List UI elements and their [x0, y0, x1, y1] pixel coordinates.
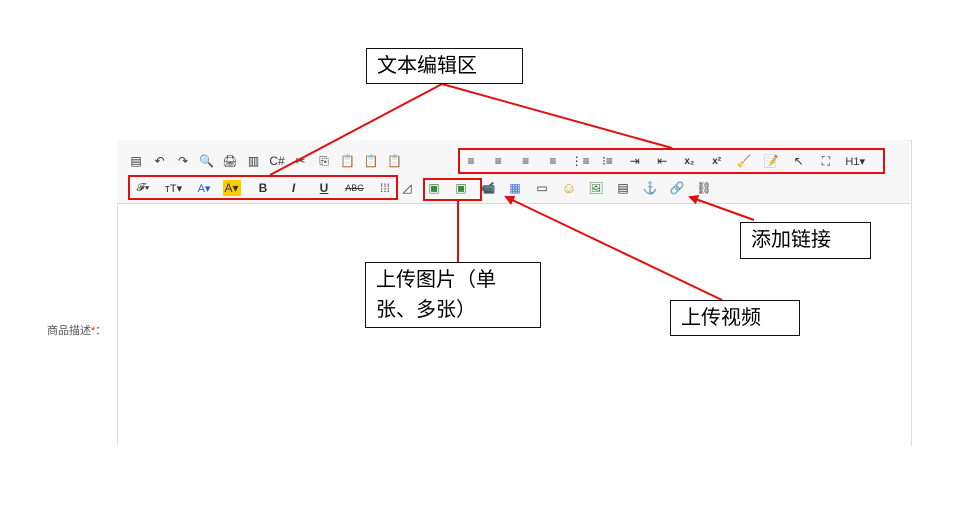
outdent-icon[interactable]: ⇤	[657, 154, 668, 168]
copy-icon[interactable]: ⎘	[319, 153, 329, 168]
callout-text-edit: 文本编辑区	[366, 48, 523, 84]
indent-icon[interactable]: ⇥	[629, 154, 640, 168]
callout-add-link: 添加链接	[740, 222, 871, 259]
field-label-colon: ：	[95, 325, 107, 337]
callout-upload-image-line1: 上传图片（单	[376, 269, 496, 291]
cursor-icon[interactable]: ↖	[793, 154, 804, 168]
font-color-icon[interactable]: A▾	[197, 182, 211, 195]
callout-upload-image: 上传图片（单 张、多张）	[365, 262, 541, 328]
code-icon[interactable]: C#	[269, 154, 285, 168]
callout-add-link-label: 添加链接	[751, 229, 831, 251]
redo-icon[interactable]: ↷	[177, 154, 189, 168]
align-right-icon[interactable]: ≡	[522, 154, 530, 168]
font-size-icon[interactable]: ᴛT▾	[164, 182, 183, 195]
template-icon[interactable]: ▥	[247, 154, 260, 168]
text-edit-line-right	[441, 83, 673, 149]
pagebreak-icon[interactable]: ▤	[617, 181, 629, 195]
editor-toolbar: ▤ ↶ ↷ 🔍 🖨 ▥ C# ✂ ⎘ 📋 📋 📋 ≡ ≡ ≡ ≡ ⋮≡ ⁝≡ ⇥ ⇤ x₂ x² 🧹 📝 ↖ ⛶ H1▾ 𝓕▾ ᴛT▾…	[117, 140, 910, 204]
print-icon[interactable]: 🖨	[222, 154, 238, 168]
video-icon[interactable]: 📹	[480, 181, 496, 195]
field-label: 商品描述*：	[47, 322, 106, 338]
align-justify-icon[interactable]: ≡	[549, 154, 557, 168]
table-icon[interactable]: ▦	[509, 181, 521, 195]
cut-icon[interactable]: ✂	[295, 154, 306, 168]
ordered-list-icon[interactable]: ⋮≡	[570, 154, 590, 168]
unlink-icon[interactable]: ⛓	[696, 181, 712, 195]
field-label-text: 商品描述	[47, 325, 91, 337]
select-all-icon[interactable]: 📝	[763, 154, 779, 168]
superscript-icon[interactable]: x²	[712, 155, 722, 167]
image-single-icon[interactable]: ▣	[428, 181, 440, 195]
preview-icon[interactable]: 🔍	[199, 154, 214, 168]
eraser-icon[interactable]: ◿	[402, 181, 412, 195]
subscript-icon[interactable]: x₂	[684, 155, 695, 167]
insert-row-icon[interactable]: ▭	[536, 181, 548, 195]
callout-text-edit-label: 文本编辑区	[377, 55, 477, 77]
source-icon[interactable]: ▤	[130, 154, 142, 168]
unordered-list-icon[interactable]: ⁝≡	[602, 154, 613, 168]
emoticon-icon[interactable]: ☺	[561, 179, 577, 197]
undo-icon[interactable]: ↶	[154, 154, 165, 168]
heading-icon[interactable]: H1▾	[845, 155, 865, 168]
required-mark: *	[91, 325, 96, 337]
align-center-icon[interactable]: ≡	[494, 154, 502, 168]
callout-upload-image-line2: 张、多张）	[376, 299, 476, 321]
fullscreen-icon[interactable]: ⛶	[821, 153, 831, 168]
anchor-icon[interactable]: ⚓	[642, 181, 658, 195]
font-family-icon[interactable]: 𝓕▾	[136, 181, 150, 194]
align-left-icon[interactable]: ≡	[467, 154, 475, 168]
link-icon[interactable]: 🔗	[669, 181, 685, 195]
callout-upload-video: 上传视频	[670, 300, 800, 336]
highlight-color-icon[interactable]: A▾	[222, 180, 241, 196]
line-height-icon[interactable]: ⁞⁞⁞	[379, 181, 390, 195]
clear-format-icon[interactable]: 🧹	[736, 154, 752, 168]
image-multi-icon[interactable]: ▣	[455, 181, 467, 195]
paste-text-icon[interactable]: 📋	[363, 154, 379, 168]
paste-word-icon[interactable]: 📋	[387, 154, 402, 168]
paste-icon[interactable]: 📋	[340, 154, 355, 168]
callout-upload-video-label: 上传视频	[681, 307, 761, 329]
italic-icon[interactable]: I	[291, 181, 296, 195]
strikethrough-icon[interactable]: ABC	[345, 183, 364, 193]
underline-icon[interactable]: U	[319, 181, 329, 195]
bold-icon[interactable]: B	[258, 181, 268, 195]
image-icon[interactable]: 🖼	[588, 181, 604, 195]
